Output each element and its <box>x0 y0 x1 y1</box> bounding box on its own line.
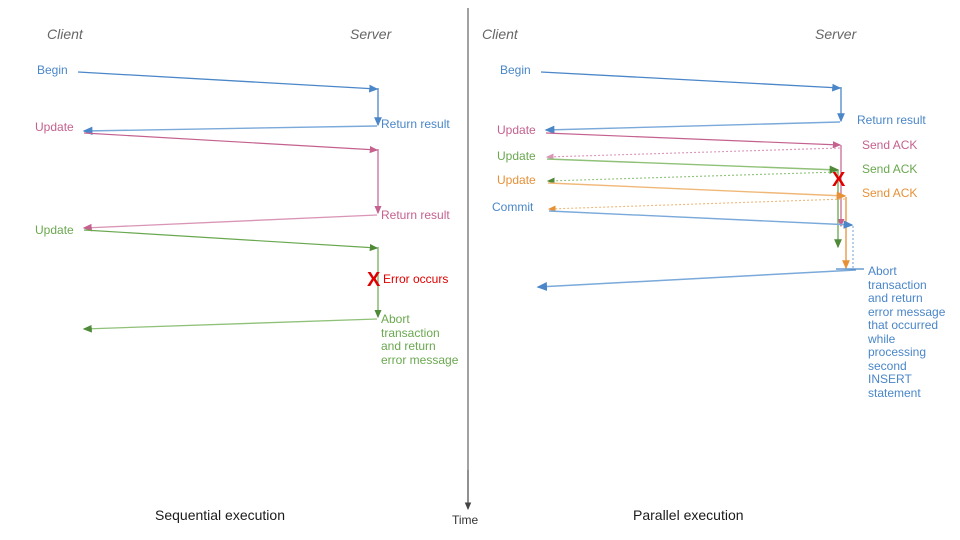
arrow-left-update-2 <box>83 229 379 252</box>
arrow-right-update-1 <box>545 132 842 149</box>
right-error-x-icon: X <box>832 169 846 191</box>
left-panel-arrows <box>77 71 382 333</box>
arrow-left-abort <box>82 318 378 333</box>
arrow-right-update-2 <box>546 158 840 174</box>
arrow-right-return-result <box>544 121 841 134</box>
left-label-return-result-1: Return result <box>381 117 450 131</box>
right-label-send-ack-2: Send ACK <box>862 162 918 176</box>
left-panel-caption: Sequential execution <box>155 507 285 523</box>
left-label-error-occurs: Error occurs <box>383 272 449 286</box>
arrow-left-begin <box>77 71 379 93</box>
left-label-begin: Begin <box>37 63 68 77</box>
left-actor-server: Server <box>350 26 392 42</box>
right-label-return-result: Return result <box>857 113 926 127</box>
right-label-abort-message: Abort transaction and return error messa… <box>868 264 946 400</box>
right-panel-arrows <box>536 71 864 292</box>
right-panel-caption: Parallel execution <box>633 507 744 523</box>
right-actor-server: Server <box>815 26 857 42</box>
right-label-update-1: Update <box>497 123 536 137</box>
left-label-return-result-2: Return result <box>381 208 450 222</box>
arrow-right-ack-2 <box>546 171 839 185</box>
right-label-begin: Begin <box>500 63 531 77</box>
arrow-right-abort <box>536 269 857 292</box>
left-error-x-icon: X <box>367 269 381 291</box>
arrow-right-update-3 <box>547 182 847 200</box>
right-label-send-ack-3: Send ACK <box>862 186 918 200</box>
arrow-right-ack-1 <box>545 147 841 161</box>
left-label-update-2: Update <box>35 223 74 237</box>
left-label-update-1: Update <box>35 120 74 134</box>
arrow-left-update-1 <box>83 132 379 154</box>
left-label-abort-message: Abort transaction and return error messa… <box>381 312 459 367</box>
right-actor-client: Client <box>482 26 518 42</box>
arrow-left-return-1 <box>82 125 378 136</box>
time-axis-label: Time <box>452 513 479 527</box>
arrow-left-return-2 <box>82 214 378 232</box>
arrow-right-begin <box>540 71 842 92</box>
right-label-update-3: Update <box>497 173 536 187</box>
right-label-send-ack-1: Send ACK <box>862 138 918 152</box>
right-label-update-2: Update <box>497 149 536 163</box>
arrow-right-ack-3 <box>547 198 846 213</box>
left-actor-client: Client <box>47 26 83 42</box>
right-label-commit: Commit <box>492 200 534 214</box>
arrow-right-commit <box>548 210 854 229</box>
